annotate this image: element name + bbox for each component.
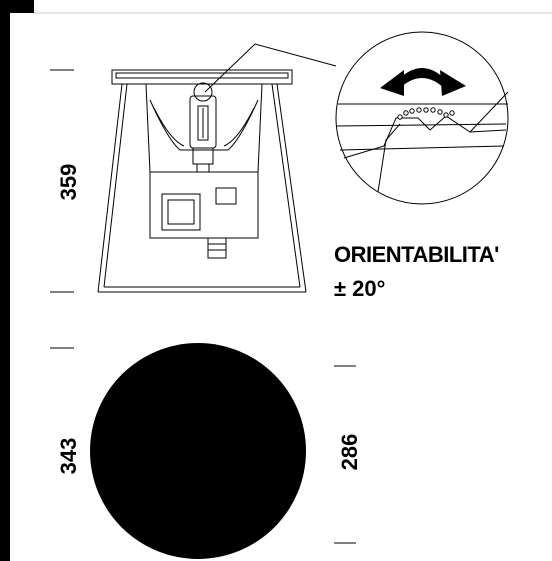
detail-circle (335, 31, 509, 205)
detail-lead-right (469, 91, 509, 133)
housing-right-outer (276, 83, 307, 293)
transformer (161, 193, 201, 231)
rotation-arrowhead-right (440, 70, 466, 96)
reflector (149, 99, 259, 151)
fixture-disc (90, 343, 306, 559)
dimension-height: 359 (56, 164, 81, 201)
lamp-top (193, 82, 213, 102)
detail-lead-left (377, 123, 401, 193)
top-flange-inner (115, 72, 289, 79)
housing-left-outer (97, 83, 123, 293)
terminal-block (215, 187, 237, 205)
gear-box (149, 171, 259, 239)
detail-magnifier (335, 31, 509, 205)
reflector-rim-left (153, 107, 185, 147)
detail-plate-bottom (339, 145, 505, 151)
dimension-outer-diameter: 343 (56, 438, 81, 475)
dimension-inner-diameter: 286 (337, 434, 362, 471)
orientation-range: ± 20° (334, 276, 386, 301)
transformer-core (167, 199, 195, 225)
detail-balls (397, 107, 455, 120)
detail-leader (204, 43, 337, 93)
fixture-section (97, 43, 337, 293)
left-edge-bar (0, 0, 10, 561)
rotation-arc (396, 68, 448, 92)
top-flange (111, 69, 293, 85)
orientation-label: ORIENTABILITA' (334, 242, 499, 267)
top-corner-block (10, 0, 34, 13)
lamp-filament (197, 105, 209, 141)
cable-gland (207, 237, 227, 259)
reflector-rim-right (223, 107, 255, 147)
dimension-ticks (50, 69, 356, 544)
lamp-base (192, 147, 214, 165)
rotation-arrowhead-left (380, 70, 404, 96)
housing-left-inner (103, 83, 128, 288)
housing-right-inner (271, 83, 301, 288)
top-border-line (34, 12, 552, 14)
